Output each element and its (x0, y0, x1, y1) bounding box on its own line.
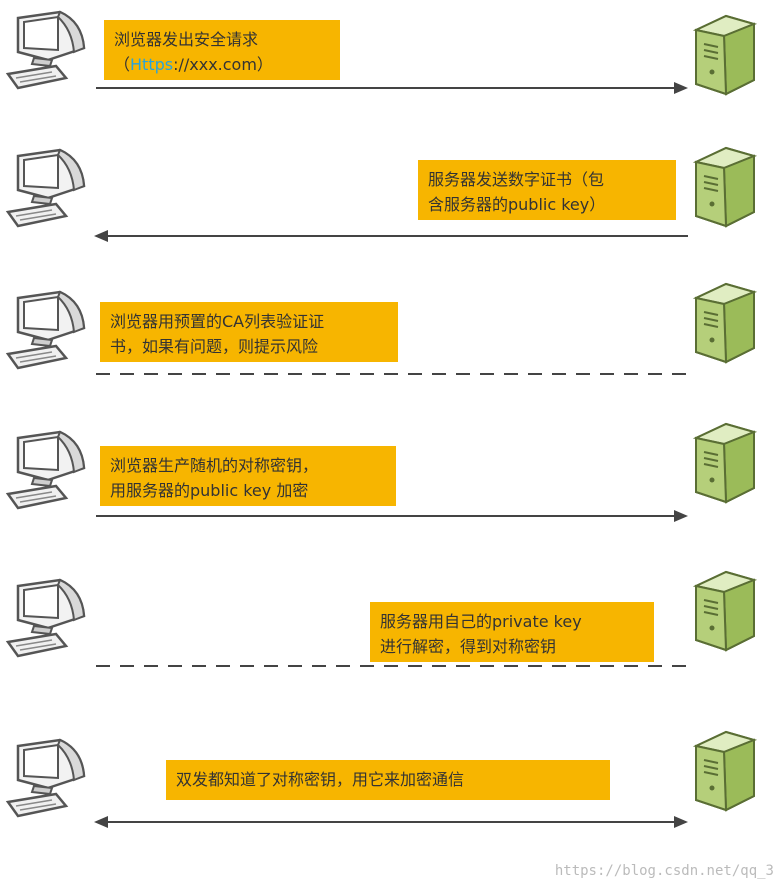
step-3-browser-verifies: 浏览器用预置的CA列表验证证 书，如果有问题，则提示风险 (0, 296, 784, 436)
step-6-both-know-key: 双发都知道了对称密钥，用它来加密通信 (0, 740, 784, 880)
server-icon (690, 10, 760, 102)
step-4-browser-generates-key: 浏览器生产随机的对称密钥， 用服务器的public key 加密 (0, 436, 784, 576)
server-icon (690, 418, 760, 510)
step-5-dashed-line (96, 665, 688, 667)
computer-icon (4, 146, 96, 236)
step-5-label: 服务器用自己的private key 进行解密，得到对称密钥 (370, 602, 654, 662)
step-6-label: 双发都知道了对称密钥，用它来加密通信 (166, 760, 610, 800)
step-3-label: 浏览器用预置的CA列表验证证 书，如果有问题，则提示风险 (100, 302, 398, 362)
server-icon (690, 278, 760, 370)
step-1-https-highlight: Https (130, 55, 174, 74)
step-4-arrow (96, 510, 688, 522)
server-icon (690, 726, 760, 818)
watermark: https://blog.csdn.net/qq_3 (554, 863, 774, 879)
step-3-dashed-line (96, 373, 688, 375)
computer-icon (4, 736, 96, 826)
step-5-server-decrypts: 服务器用自己的private key 进行解密，得到对称密钥 (0, 596, 784, 736)
server-icon (690, 566, 760, 658)
step-1-browser-request: 浏览器发出安全请求 （Https://xxx.com） (0, 10, 784, 150)
step-1-label-suffix: ://xxx.com） (173, 55, 273, 74)
server-icon (690, 142, 760, 234)
computer-icon (4, 576, 96, 666)
computer-icon (4, 428, 96, 518)
computer-icon (4, 8, 96, 98)
step-1-arrow (96, 82, 688, 94)
step-2-server-sends-cert: 服务器发送数字证书（包 含服务器的public key） (0, 150, 784, 290)
step-2-arrow (94, 230, 688, 242)
computer-icon (4, 288, 96, 378)
step-6-double-arrow (94, 816, 688, 828)
step-4-label: 浏览器生产随机的对称密钥， 用服务器的public key 加密 (100, 446, 396, 506)
step-2-label: 服务器发送数字证书（包 含服务器的public key） (418, 160, 676, 220)
step-1-label-prefix: 浏览器发出安全请求 （ (114, 30, 259, 74)
step-1-label: 浏览器发出安全请求 （Https://xxx.com） (104, 20, 340, 80)
